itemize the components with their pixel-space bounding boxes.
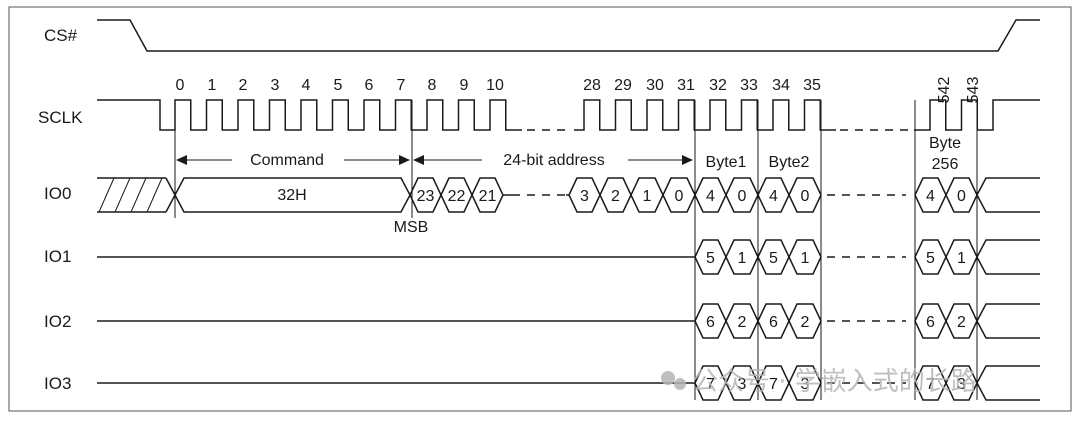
clock-number: 5 [334,77,343,94]
clock-number: 0 [176,77,185,94]
data-bit-cell-value: 4 [769,188,778,205]
data-bit-cell-value: 6 [769,314,778,331]
data-bit-cell-value: 3 [738,376,747,393]
io0-waveform: 32H [97,177,411,213]
clock-number: 1 [208,77,217,94]
data-bit-cell-value: 5 [926,250,935,267]
data-bit-cell-value: 4 [926,188,935,205]
clock-number: 7 [397,77,406,94]
command-span-arrow: Command [176,152,410,169]
data-bit-cell-value: 0 [738,188,747,205]
data-bit-cell-value: 1 [738,250,747,267]
io2-label: IO2 [44,312,71,331]
byte256-label-line2: 256 [932,156,959,173]
data-bit-cell-value: 1 [801,250,810,267]
data-bit-cell-value: 2 [801,314,810,331]
clock-number: 32 [709,77,727,94]
sclk-waveform [97,99,1040,131]
clock-number: 28 [583,77,601,94]
clock-number: 8 [428,77,437,94]
byte2-label: Byte2 [769,154,810,171]
data-bit-cell-value: 1 [957,250,966,267]
clock-number: 33 [740,77,758,94]
clock-number: 9 [460,77,469,94]
clock-number: 542 [936,77,953,104]
clock-number: 4 [302,77,311,94]
clock-numbers: 0 1 2 3 4 5 6 7 8 9 10 28 29 30 31 32 33… [176,77,982,104]
data-bit-cell [788,177,822,213]
data-bit-cell [788,303,822,339]
clock-number: 10 [486,77,504,94]
data-bit-cell-value: 2 [957,314,966,331]
data-bit-cell-value: 0 [801,188,810,205]
watermark: 公众号 · 学嵌入式的长路 [661,367,977,397]
io1-waveform: 5 1 5 1 5 1 [97,239,1040,275]
data-bit-cell-value: 4 [706,188,715,205]
data-bit-cell-value: 6 [926,314,935,331]
data-bit-cell-value: 3 [957,376,966,393]
address-bit-cell-value: 0 [675,188,684,205]
sclk-label: SCLK [38,108,83,127]
io2-waveform: 6 2 6 2 6 2 [97,303,1040,339]
address-bit-cell-value: 2 [611,188,620,205]
data-bit-cell-value: 5 [706,250,715,267]
clock-number: 543 [965,77,982,104]
address-label: 24-bit address [503,152,604,169]
data-bit-cell-value: 7 [926,376,935,393]
address-bit-cell-value: 1 [643,188,652,205]
data-bit-cell [788,239,822,275]
io3-waveform: 7 3 7 3 7 3 [97,365,1040,401]
diagram-border [8,6,1072,412]
cs-waveform [97,19,1040,52]
data-bit-cell-value: 0 [957,188,966,205]
clock-number: 34 [772,77,790,94]
address-bit-cell-value: 21 [479,188,497,205]
address-bit-cell-value: 3 [580,188,589,205]
data-bit-cell-value: 6 [706,314,715,331]
opcode-value: 32H [277,187,306,204]
clock-number: 35 [803,77,821,94]
byte1-label: Byte1 [706,154,747,171]
watermark-text: 公众号 · 学嵌入式的长路 [692,367,977,397]
byte256-label-line1: Byte [929,135,961,152]
data-bit-cell-value: 5 [769,250,778,267]
clock-number: 29 [614,77,632,94]
data-bit-cell [788,365,822,401]
io3-label: IO3 [44,374,71,393]
address-span-arrow: 24-bit address [413,152,693,169]
data-bit-cell-value: 7 [706,376,715,393]
msb-label: MSB [394,219,429,236]
clock-number: 2 [239,77,248,94]
data-bit-cell-value: 2 [738,314,747,331]
clock-number: 3 [271,77,280,94]
io1-label: IO1 [44,247,71,266]
io0-label: IO0 [44,184,71,203]
data-bit-cell-value: 7 [769,376,778,393]
clock-number: 6 [365,77,374,94]
cs-label: CS# [44,26,78,45]
command-label: Command [250,152,324,169]
address-bit-cell-value: 22 [448,188,466,205]
data-bit-cell-value: 3 [801,376,810,393]
clock-number: 31 [677,77,695,94]
address-bit-cell-value: 23 [417,188,435,205]
clock-number: 30 [646,77,664,94]
